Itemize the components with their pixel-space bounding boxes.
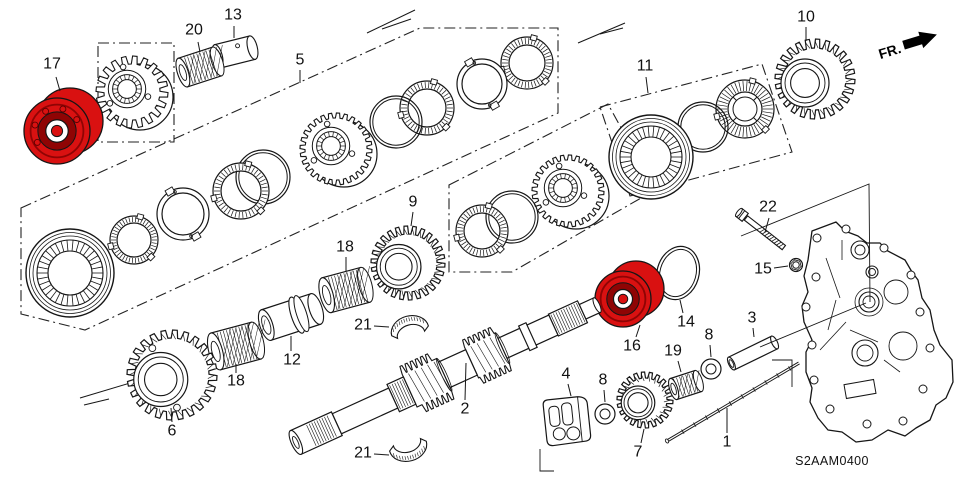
svg-text:20: 20 (185, 22, 203, 39)
diagram-code: S2AAM0400 (795, 454, 869, 468)
callout-12[interactable]: 12 (283, 336, 301, 369)
part-bolt-22[interactable] (734, 207, 787, 251)
svg-text:8: 8 (599, 372, 608, 389)
part-gear-6[interactable] (126, 329, 218, 421)
callout-8[interactable]: 8 (599, 372, 608, 403)
fr-label: FR. (877, 40, 903, 62)
part-transmission-case[interactable] (801, 221, 954, 443)
svg-text:11: 11 (637, 58, 654, 75)
part-half-bearing-21a[interactable] (388, 311, 430, 340)
callout-21[interactable]: 21 (354, 317, 390, 334)
svg-text:19: 19 (664, 343, 682, 360)
part-blocker-ring-a[interactable] (107, 213, 159, 265)
callout-20[interactable]: 20 (185, 22, 203, 53)
callout-4[interactable]: 4 (562, 366, 572, 397)
svg-text:6: 6 (168, 423, 177, 440)
callout-10[interactable]: 10 (797, 9, 815, 42)
assembly-box-5[interactable] (20, 27, 559, 331)
svg-text:21: 21 (354, 317, 372, 334)
part-reverse-shaft-1[interactable] (664, 361, 800, 444)
part-ball-bearing-16[interactable] (594, 260, 665, 328)
part-oil-guide-4[interactable] (542, 396, 592, 447)
reference-lines (539, 183, 871, 472)
svg-text:2: 2 (461, 401, 470, 418)
svg-text:22: 22 (759, 199, 777, 216)
part-blocker-ring-f[interactable] (453, 202, 509, 258)
callout-17[interactable]: 17 (43, 56, 61, 92)
part-sleeve-set-11[interactable] (608, 114, 694, 200)
callout-16[interactable]: 16 (623, 324, 641, 355)
fr-direction: FR. (877, 31, 937, 62)
callout-18[interactable]: 18 (336, 239, 354, 272)
svg-text:4: 4 (562, 366, 571, 383)
callout-1[interactable]: 1 (723, 408, 732, 451)
part-gear-7[interactable] (616, 371, 674, 429)
callout-15[interactable]: 15 (754, 261, 789, 278)
part-needle-bearing-18b[interactable] (204, 319, 275, 372)
part-washer-8b[interactable] (700, 358, 722, 380)
svg-text:3: 3 (748, 310, 757, 327)
callout-22[interactable]: 22 (759, 199, 777, 233)
part-blocker-ring-c[interactable] (397, 78, 455, 136)
callout-18[interactable]: 18 (227, 364, 245, 390)
part-synchro-hub-h[interactable] (531, 154, 610, 230)
assembly-box-9[interactable] (448, 103, 656, 273)
callout-3[interactable]: 3 (748, 310, 757, 338)
part-ball-bearing-17[interactable] (23, 87, 104, 165)
part-collar-12[interactable] (254, 289, 327, 345)
fr-direction-arrow (902, 31, 937, 50)
part-needle-bearing-18a[interactable] (316, 265, 379, 314)
callout-19[interactable]: 19 (664, 343, 682, 373)
callout-7[interactable]: 7 (634, 428, 645, 461)
axis-marks (79, 9, 626, 406)
part-blocker-ring-b[interactable] (210, 160, 270, 220)
svg-text:7: 7 (634, 444, 643, 461)
part-set-ring-14[interactable] (650, 241, 705, 304)
part-input-hub-gear[interactable] (95, 55, 174, 131)
part-half-bearing-21b[interactable] (389, 437, 431, 465)
svg-text:13: 13 (224, 7, 242, 24)
svg-text:12: 12 (283, 352, 301, 369)
part-spring-ring-c[interactable] (369, 95, 423, 149)
callout-2[interactable]: 2 (461, 362, 470, 418)
svg-text:5: 5 (296, 52, 305, 69)
part-washer-8a[interactable] (594, 403, 616, 425)
part-mainshaft-2[interactable] (281, 280, 610, 468)
callout-8[interactable]: 8 (705, 327, 714, 358)
svg-text:8: 8 (705, 327, 714, 344)
part-gear-9[interactable] (370, 225, 446, 301)
part-needle-bearing-19[interactable] (666, 369, 705, 401)
svg-text:21: 21 (354, 445, 372, 462)
part-gear-10[interactable] (774, 38, 856, 120)
svg-text:10: 10 (797, 9, 815, 26)
callout-9[interactable]: 9 (409, 194, 418, 227)
svg-text:15: 15 (754, 261, 772, 278)
svg-text:17: 17 (43, 56, 61, 73)
part-needle-bearing-20[interactable] (173, 44, 231, 88)
part-sleeve-set-5[interactable] (25, 228, 115, 318)
part-synchro-hub-b[interactable] (299, 112, 378, 188)
callout-6[interactable]: 6 (168, 407, 177, 440)
assembly-box-11[interactable] (599, 63, 793, 197)
callout-21[interactable]: 21 (354, 445, 390, 462)
svg-text:14: 14 (677, 314, 695, 331)
part-washer-15[interactable] (788, 257, 804, 273)
callout-5[interactable]: 5 (296, 52, 305, 84)
part-pin-3[interactable] (726, 335, 780, 371)
svg-text:18: 18 (336, 239, 354, 256)
part-synchro-cone-d[interactable] (456, 57, 508, 111)
part-blocker-ring-e[interactable] (498, 34, 554, 90)
svg-text:16: 16 (623, 338, 641, 355)
svg-text:9: 9 (409, 194, 418, 211)
svg-text:1: 1 (723, 434, 732, 451)
part-blocker-ring-11[interactable] (713, 77, 775, 139)
callout-13[interactable]: 13 (224, 7, 242, 39)
part-synchro-cone-a[interactable] (156, 186, 210, 242)
callout-11[interactable]: 11 (637, 58, 654, 94)
svg-text:18: 18 (227, 373, 245, 390)
callout-14[interactable]: 14 (677, 299, 695, 331)
part-spring-ring-g[interactable] (485, 190, 539, 244)
